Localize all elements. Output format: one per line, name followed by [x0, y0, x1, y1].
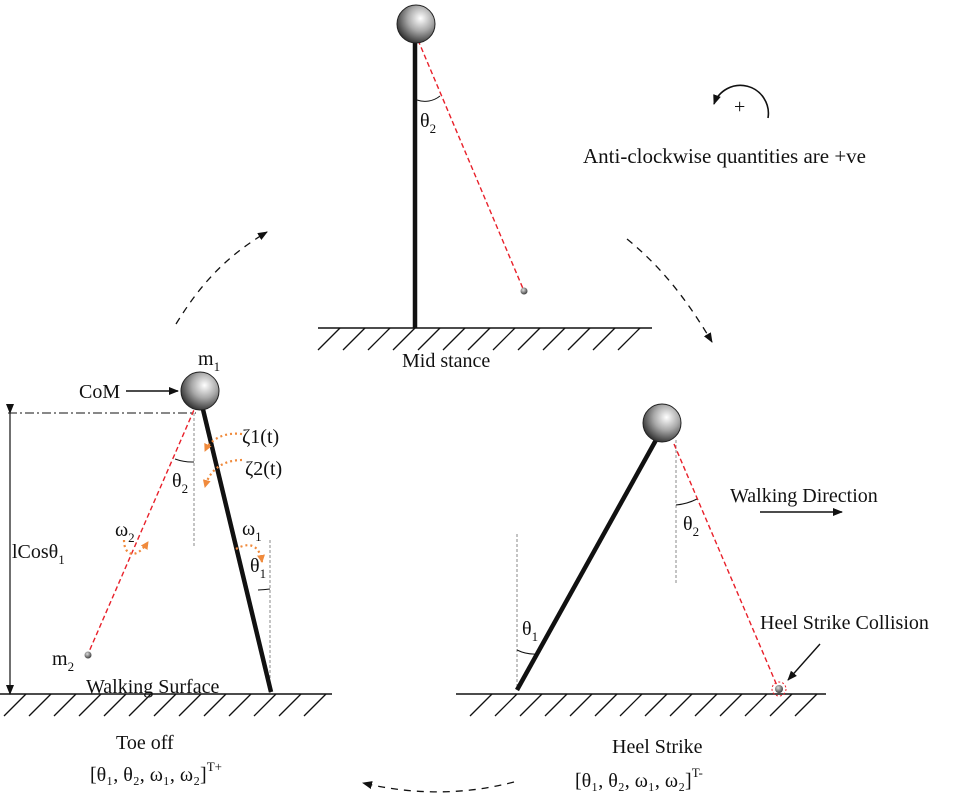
omega2-label: ω2 [115, 519, 135, 545]
heel-strike-stance-leg [515, 438, 658, 692]
cycle-arrow-mid-stance-to-heel-strike [626, 238, 713, 343]
mid-stance-swing-leg [417, 39, 525, 292]
heel-strike-hip-mass [642, 403, 682, 443]
toe-off-m2-label: m2 [52, 648, 74, 674]
com-label: CoM [79, 381, 120, 403]
toe-off-theta2-arc [174, 458, 195, 463]
heel-strike-state-vector: [θ₁, θ₂, ω₁, ω₂]T- [575, 765, 703, 792]
heel-strike-figure: Heel Strike Collision Walking Direction … [456, 403, 929, 792]
heel-strike-ground-hatch [469, 693, 818, 717]
plus-sign: + [734, 96, 745, 118]
heel-strike-collision-label: Heel Strike Collision [760, 612, 929, 634]
toe-off-theta2-label: θ2 [172, 470, 188, 496]
collision-highlight-ring [771, 681, 787, 697]
heel-strike-theta1-label: θ1 [522, 618, 538, 644]
heel-strike-title: Heel Strike [612, 736, 703, 758]
walking-direction-label: Walking Direction [730, 485, 878, 507]
heel-strike-theta2-label: θ2 [683, 513, 699, 539]
heel-strike-theta1-arc [516, 649, 538, 655]
sign-convention-text: Anti-clockwise quantities are +ve [583, 144, 866, 168]
toe-off-m2-mass [84, 651, 92, 659]
toe-off-ground-hatch [3, 693, 327, 717]
omega2-arrow [122, 539, 149, 555]
toe-off-theta1-arc [257, 588, 271, 591]
walking-surface-label: Walking Surface [86, 676, 219, 698]
mid-stance-swing-foot-mass [520, 287, 528, 295]
collision-pointer-arrow [787, 643, 821, 681]
toe-off-m1-label: m1 [198, 348, 220, 374]
toe-off-stance-leg [197, 396, 274, 693]
mid-stance-figure: θ2 Mid stance [317, 4, 652, 372]
mid-stance-ground-hatch [317, 327, 641, 351]
toe-off-figure: lCosθ1 CoM m1 m2 ζ1(t) ζ2(t) ω2 ω1 θ2 θ1 [0, 348, 332, 786]
heel-strike-swing-leg [673, 443, 779, 689]
cycle-arrow-heel-strike-to-toe-off [362, 781, 515, 793]
mid-stance-theta2-arc [416, 95, 441, 102]
toe-off-state-vector: [θ₁, θ₂, ω₁, ω₂]T+ [90, 759, 222, 786]
zeta2-arrow [202, 458, 243, 488]
omega1-label: ω1 [242, 518, 262, 544]
mid-stance-hip-mass [396, 4, 436, 44]
toe-off-title: Toe off [116, 732, 174, 754]
sign-convention: + Anti-clockwise quantities are +ve [583, 84, 866, 168]
toe-off-swing-leg [87, 402, 198, 655]
mid-stance-theta2-label: θ2 [420, 110, 436, 136]
heel-strike-foot-mass [775, 685, 783, 693]
heel-strike-theta2-arc [675, 498, 698, 506]
cycle-arrow-toe-off-to-mid-stance [175, 231, 268, 325]
toe-off-height-label: lCosθ1 [12, 541, 65, 567]
zeta2-label: ζ2(t) [245, 458, 282, 480]
cycle-arrows [175, 231, 713, 793]
mid-stance-title: Mid stance [402, 350, 490, 372]
zeta1-label: ζ1(t) [242, 426, 279, 448]
toe-off-m1-mass [180, 371, 220, 411]
toe-off-theta1-label: θ1 [250, 555, 266, 581]
anticlockwise-arrow-icon [713, 84, 770, 119]
